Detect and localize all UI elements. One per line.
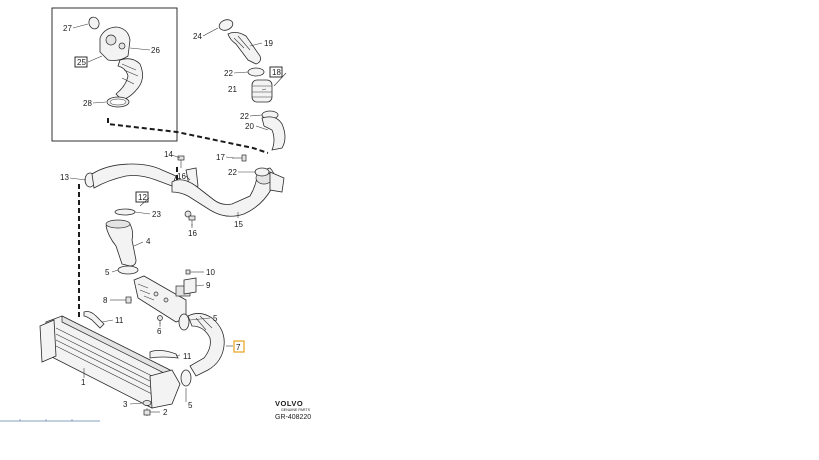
callout-28: 28: [83, 99, 92, 108]
callout-8: 8: [103, 296, 108, 305]
leader-lines: [69, 23, 287, 413]
inset-frame: [51, 7, 178, 142]
callout-26: 26: [151, 46, 160, 55]
part-13-hose[interactable]: [84, 163, 177, 189]
part-28-clamp[interactable]: [106, 96, 130, 108]
part-14-bolt[interactable]: [177, 155, 185, 168]
part-2-bolt[interactable]: [143, 408, 151, 416]
part-11-hose-upper[interactable]: [83, 311, 105, 329]
callout-21: 21: [228, 85, 237, 94]
part-26-outlet-housing[interactable]: [99, 26, 143, 101]
callout-22-b: 22: [240, 112, 249, 121]
callout-11-a: 11: [115, 316, 124, 325]
callout-7[interactable]: 7: [236, 343, 241, 352]
part-5-clamp-lower[interactable]: [180, 369, 192, 387]
part-22-clamp-lower[interactable]: [254, 167, 270, 177]
callout-23: 23: [152, 210, 161, 219]
bottom-rule-ticks: [19, 419, 73, 421]
part-5-clamp-upper[interactable]: [117, 265, 139, 275]
part-6-screw[interactable]: [157, 315, 163, 325]
part-8-bolt[interactable]: [120, 296, 132, 304]
callout-6: 6: [157, 327, 162, 336]
callout-5-c: 5: [188, 401, 193, 410]
part-9-sensor[interactable]: [183, 277, 197, 295]
callout-18: 18: [272, 68, 281, 77]
callout-1: 1: [81, 378, 86, 387]
part-1-intercooler[interactable]: [39, 315, 181, 409]
callout-17: 17: [216, 153, 225, 162]
callout-10: 10: [206, 268, 215, 277]
part-21-coupling[interactable]: [251, 79, 273, 103]
part-5-clamp-mid[interactable]: [178, 313, 190, 331]
callout-25: 25: [77, 58, 86, 67]
brand-tagline: GENUINE PARTS: [281, 408, 311, 412]
callout-19: 19: [264, 39, 273, 48]
callout-27: 27: [63, 24, 72, 33]
part-27-o-ring[interactable]: [87, 16, 101, 31]
part-11-hose-lower[interactable]: [149, 350, 179, 359]
part-19-hose[interactable]: [227, 32, 261, 65]
callout-20: 20: [245, 122, 254, 131]
callout-22-a: 22: [224, 69, 233, 78]
callout-22-c: 22: [228, 168, 237, 177]
dashed-link-inset: [107, 118, 269, 154]
callout-5-b: 5: [213, 314, 218, 323]
callout-18-box: [269, 66, 283, 78]
callout-12-box: [135, 191, 149, 203]
callout-16-a: 16: [177, 172, 186, 181]
callout-12: 12: [138, 193, 147, 202]
part-24-o-ring[interactable]: [218, 18, 235, 32]
callout-13: 13: [60, 173, 69, 182]
part-20-elbow-hose[interactable]: [261, 116, 286, 151]
part-10-screw[interactable]: [185, 269, 198, 275]
diagram-reference: GR-408220: [275, 414, 311, 421]
part-23-o-ring[interactable]: [114, 208, 136, 216]
callout-11-b: 11: [183, 352, 192, 361]
part-4-inlet-tube[interactable]: [105, 219, 137, 267]
callout-14: 14: [164, 150, 173, 159]
callout-5-a: 5: [105, 268, 110, 277]
brand-logo: VOLVO: [275, 399, 303, 408]
part-7-charge-air-hose[interactable]: [187, 313, 225, 377]
callout-3: 3: [123, 400, 128, 409]
callout-16-b: 16: [188, 229, 197, 238]
callout-7-box[interactable]: [233, 340, 245, 353]
callout-24: 24: [193, 32, 202, 41]
callout-2: 2: [163, 408, 168, 417]
part-3-washer[interactable]: [142, 400, 152, 406]
callout-9: 9: [206, 281, 211, 290]
callout-25-box: [74, 56, 88, 68]
callout-4: 4: [146, 237, 151, 246]
part-22-clamp-upper[interactable]: [247, 67, 265, 77]
callout-15: 15: [234, 220, 243, 229]
part-17-bolt[interactable]: [232, 154, 247, 162]
